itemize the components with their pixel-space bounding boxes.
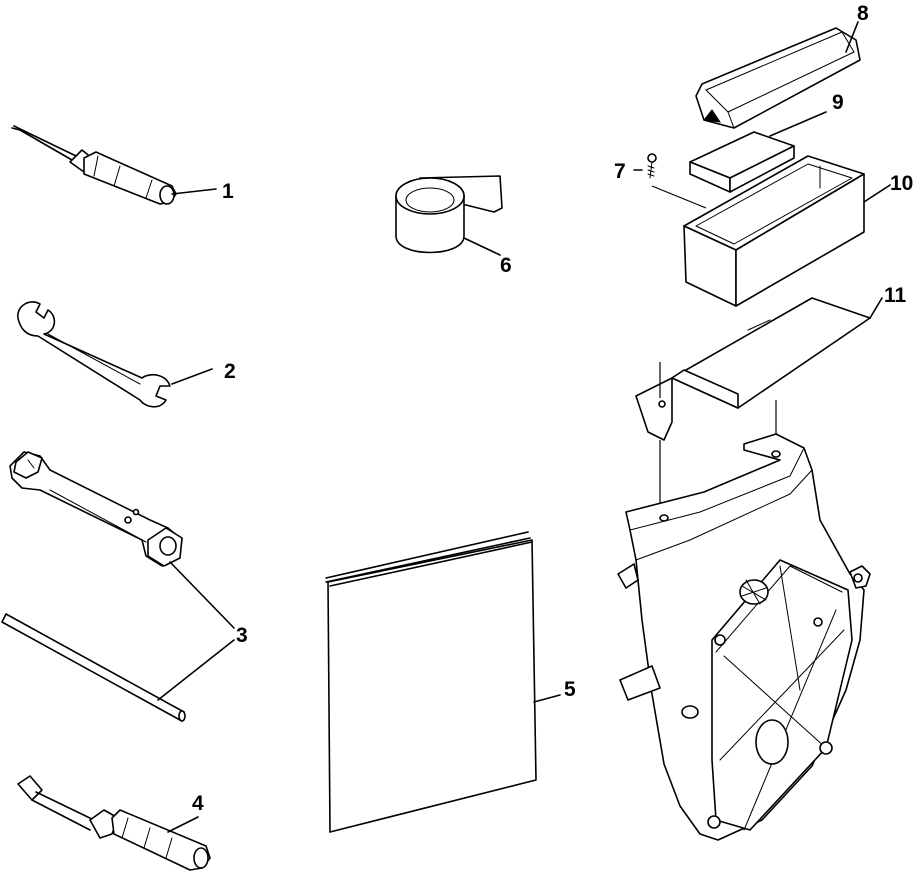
callout-5: 5 <box>564 678 576 701</box>
tape-roll-part-6 <box>395 175 503 256</box>
pad-part-9 <box>689 111 827 193</box>
manual-part-5 <box>325 531 561 833</box>
tommy-bar-part-3 <box>1 613 186 722</box>
callout-3: 3 <box>236 624 248 647</box>
callout-8: 8 <box>857 2 869 25</box>
callout-1: 1 <box>222 180 234 203</box>
bracket-part-11 <box>635 297 883 506</box>
callout-6: 6 <box>500 254 512 277</box>
driver-part-4 <box>17 775 211 871</box>
callout-9: 9 <box>832 91 844 114</box>
callout-4: 4 <box>192 792 204 815</box>
callout-2: 2 <box>224 360 236 383</box>
box-lid-part-8 <box>695 21 861 129</box>
callout-7: 7 <box>614 160 626 183</box>
housing-assembly <box>617 433 871 841</box>
storage-box-part-10 <box>683 155 891 307</box>
screw-part-7 <box>633 153 707 209</box>
callout-10: 10 <box>890 172 913 195</box>
screwdriver-part-1 <box>11 125 217 205</box>
callout-11: 11 <box>884 284 907 307</box>
box-wrench-part-3 <box>9 451 183 567</box>
wrench-part-2 <box>17 301 213 408</box>
